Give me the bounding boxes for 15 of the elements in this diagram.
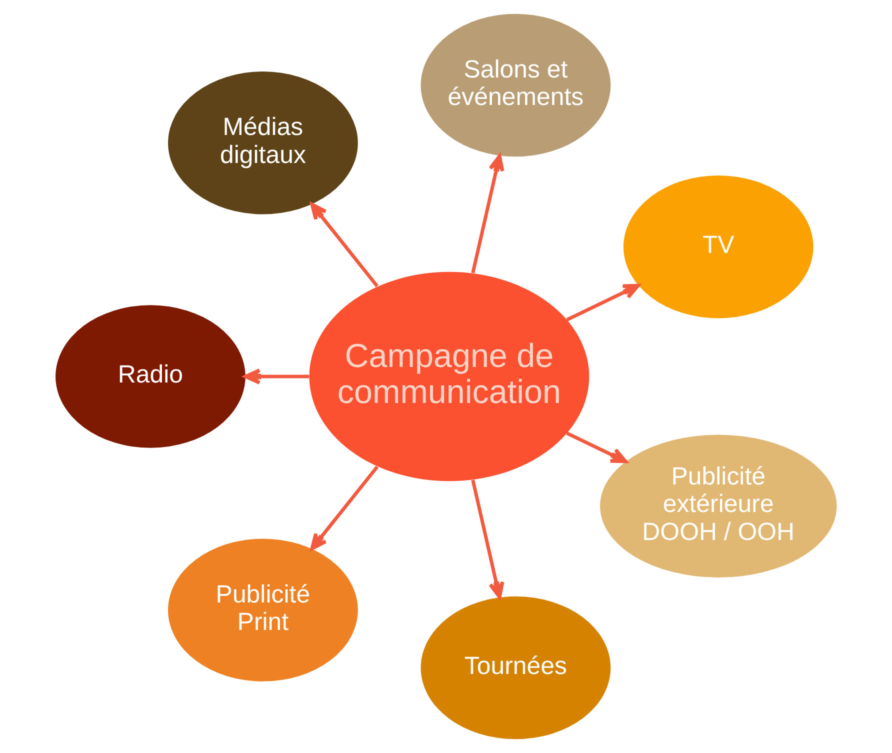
node-ellipse: Publicité Print — [168, 538, 358, 682]
arrow — [310, 202, 379, 288]
node-ellipse: Publicité extérieure DOOH / OOH — [600, 434, 837, 578]
node-ellipse: Salons et événements — [420, 14, 611, 157]
arrow — [471, 154, 504, 274]
node-ellipse: Médias digitaux — [168, 72, 358, 214]
arrow — [566, 432, 628, 464]
arrow — [244, 368, 310, 384]
node-ellipse: TV — [623, 176, 814, 318]
node-ellipse: Radio — [56, 305, 246, 448]
arrow — [566, 284, 640, 322]
arrow — [310, 466, 379, 550]
arrow — [471, 480, 504, 599]
node-ellipse: Campagne de communication — [309, 272, 590, 482]
node-ellipse: Tournées — [420, 596, 611, 740]
